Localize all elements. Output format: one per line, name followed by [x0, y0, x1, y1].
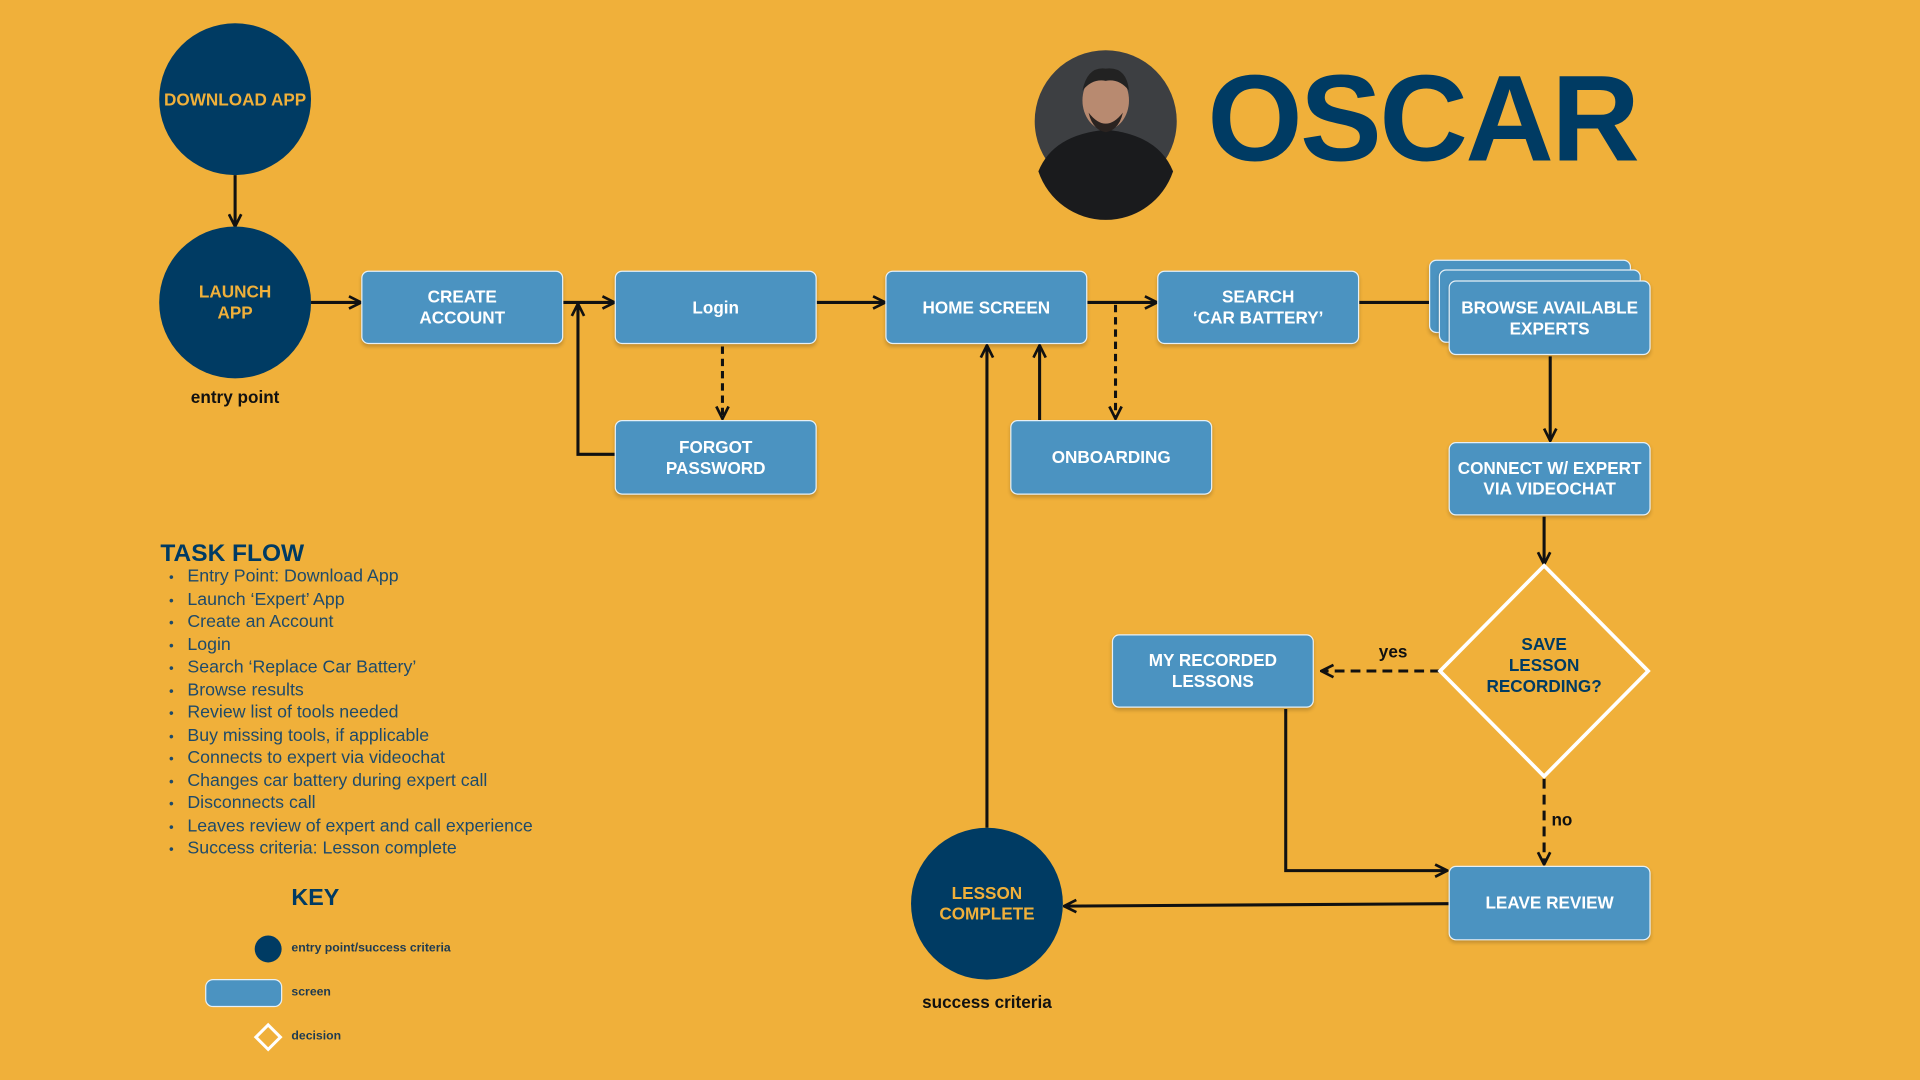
avatar: [1034, 50, 1177, 220]
task-flow-item: Success criteria: Lesson complete: [169, 839, 533, 862]
node-login[interactable]: Login: [614, 270, 817, 345]
node-create-account[interactable]: CREATE ACCOUNT: [361, 270, 564, 345]
task-flow-item: Changes car battery during expert call: [169, 771, 533, 794]
node-launch-app[interactable]: LAUNCH APP: [159, 226, 312, 379]
node-onboarding[interactable]: ONBOARDING: [1010, 420, 1213, 495]
node-my-recorded-lessons[interactable]: MY RECORDED LESSONS: [1111, 634, 1314, 708]
node-download-app[interactable]: DOWNLOAD APP: [159, 23, 312, 176]
task-flow-item: Search ‘Replace Car Battery’: [169, 658, 533, 681]
task-flow-item: Disconnects call: [169, 793, 533, 816]
task-flow-item: Review list of tools needed: [169, 703, 533, 726]
key-diamond-icon: [253, 1022, 283, 1052]
node-leave-review[interactable]: LEAVE REVIEW: [1448, 865, 1651, 941]
key-circle-icon: [254, 935, 282, 963]
task-flow-item: Entry Point: Download App: [169, 567, 533, 590]
key-title: KEY: [291, 885, 340, 912]
node-forgot-password[interactable]: FORGOT PASSWORD: [614, 420, 817, 495]
task-flow-item: Browse results: [169, 680, 533, 703]
node-home-screen[interactable]: HOME SCREEN: [885, 270, 1088, 345]
node-connect-expert[interactable]: CONNECT W/ EXPERT VIA VIDEOCHAT: [1448, 442, 1651, 516]
task-flow-item: Login: [169, 635, 533, 658]
persona-name: OSCAR: [1207, 50, 1639, 188]
yes-label: yes: [1378, 641, 1408, 662]
task-flow-item: Launch ‘Expert’ App: [169, 590, 533, 613]
node-search[interactable]: SEARCH ‘CAR BATTERY’: [1157, 270, 1360, 345]
task-flow-item: Create an Account: [169, 612, 533, 635]
task-flow-item: Connects to expert via videochat: [169, 748, 533, 771]
arrow-recorded-review: [1284, 708, 1448, 871]
arrow-forgot-login: [578, 304, 615, 456]
task-flow-title: TASK FLOW: [160, 540, 305, 567]
task-flow-item: Buy missing tools, if applicable: [169, 726, 533, 749]
key-label-decision: decision: [291, 1029, 342, 1044]
node-browse-experts[interactable]: BROWSE AVAILABLE EXPERTS: [1448, 280, 1651, 356]
key-label-screen: screen: [291, 985, 331, 1000]
no-label: no: [1551, 809, 1573, 829]
task-flow-list: Entry Point: Download App Launch ‘Expert…: [169, 567, 533, 861]
entry-point-caption: entry point: [190, 386, 280, 407]
success-criteria-caption: success criteria: [922, 991, 1052, 1012]
task-flow-item: Leaves review of expert and call experie…: [169, 816, 533, 839]
decision-save-recording[interactable]: SAVE LESSON RECORDING?: [1486, 634, 1602, 696]
key-label-entry: entry point/success criteria: [291, 941, 451, 956]
node-lesson-complete[interactable]: LESSON COMPLETE: [911, 827, 1063, 980]
key-screen-icon: [205, 978, 283, 1008]
key-shapes: [205, 935, 283, 1052]
decision-diamond: [1437, 563, 1651, 779]
arrow-review-lesson: [1064, 904, 1449, 906]
